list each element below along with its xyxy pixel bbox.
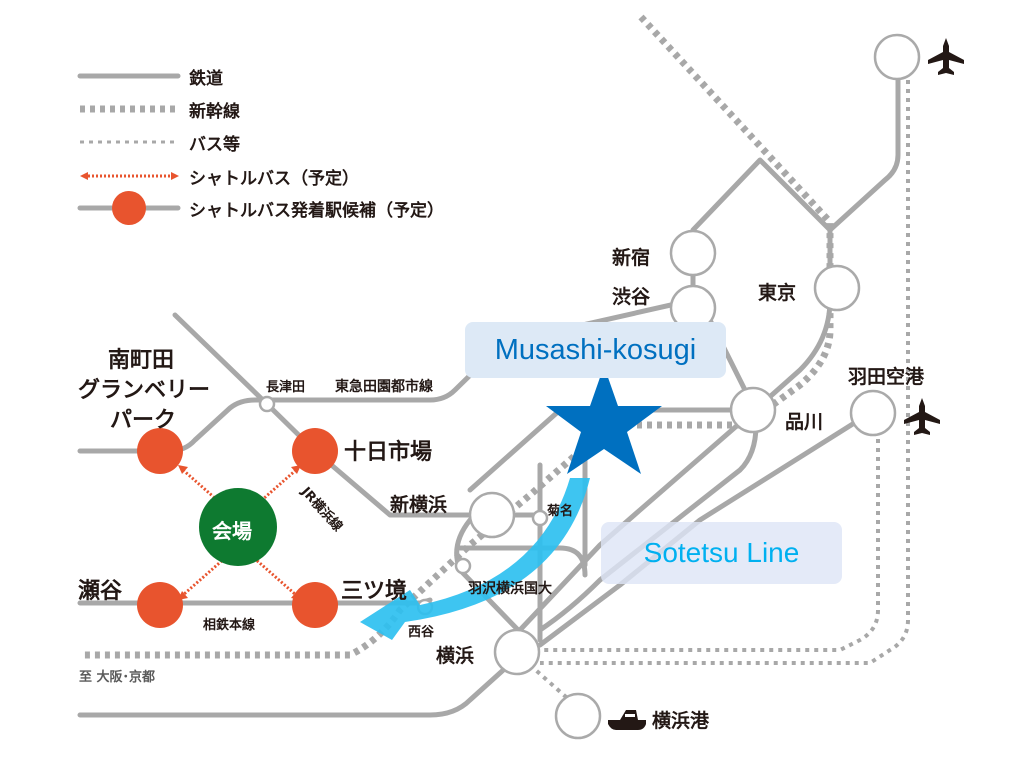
legend-shuttle-label: シャトルバス（予定） xyxy=(189,169,359,189)
bus-line-outer xyxy=(540,80,910,665)
label-tokaichiba: 十日市場 xyxy=(344,440,433,465)
label-yokohama-port: 横浜港 xyxy=(652,710,710,732)
station-tokyo[interactable] xyxy=(813,264,861,312)
yamanote-east xyxy=(690,157,833,413)
venue-marker[interactable] xyxy=(199,488,277,566)
bus-line-inner xyxy=(540,430,880,652)
station-shin-yokohama[interactable] xyxy=(468,491,516,539)
station-kikuna[interactable] xyxy=(531,509,549,527)
venue-label: 会場 xyxy=(212,519,252,543)
route-arrow xyxy=(360,478,590,640)
label-shinjuku: 新宿 xyxy=(612,247,651,269)
shuttle-route-tokaichiba xyxy=(253,468,297,509)
bus-lines xyxy=(528,80,910,707)
legend-shinkansen-label: 新幹線 xyxy=(189,102,240,122)
callout-sotetsu-line: Sotetsu Line xyxy=(601,522,842,584)
callout-musashi-kosugi: Musashi-kosugi xyxy=(465,322,726,378)
label-hazawa: 羽沢横浜国大 xyxy=(468,581,552,597)
station-airport-top[interactable] xyxy=(873,33,921,81)
airplane-icon xyxy=(928,38,964,75)
star-icon xyxy=(546,366,662,474)
label-shinagawa: 品川 xyxy=(785,411,824,433)
label-shibuya: 渋谷 xyxy=(612,286,651,308)
label-kikuna: 菊名 xyxy=(547,504,574,519)
airplane-icon xyxy=(904,398,940,435)
legend-shuttle-arrow-right xyxy=(171,172,179,180)
hazawa-line xyxy=(457,545,588,578)
station-hazawa[interactable] xyxy=(454,557,472,575)
station-shinagawa[interactable] xyxy=(729,386,777,434)
label-nagatsuta: 長津田 xyxy=(266,380,306,395)
label-yokohama: 横浜 xyxy=(436,645,475,667)
shuttle-arrow xyxy=(178,465,188,474)
label-denentoshi-line: 東急田園都市線 xyxy=(335,379,433,395)
label-tokyo: 東京 xyxy=(758,282,797,304)
shuttle-arrow xyxy=(291,465,301,474)
legend-stop-label: シャトルバス発着駅候補（予定） xyxy=(189,201,444,221)
stations xyxy=(258,33,921,740)
label-nishiya: 西谷 xyxy=(408,625,435,640)
legend-stop-dot xyxy=(112,191,146,225)
station-nagatsuta[interactable] xyxy=(258,395,276,413)
route-arrow-body xyxy=(360,478,590,640)
station-haneda[interactable] xyxy=(849,389,897,437)
label-sotetsu-main-line: 相鉄本線 xyxy=(203,618,256,633)
legend-shuttle-arrow-left xyxy=(80,172,88,180)
label-seya: 瀬谷 xyxy=(78,579,123,604)
label-shin-yokohama: 新横浜 xyxy=(390,494,448,516)
tokaido-shinkansen-north xyxy=(638,14,834,423)
label-mitsukyo: 三ツ境 xyxy=(341,579,408,604)
station-yokohama-port[interactable] xyxy=(554,692,602,740)
shuttle-stop-minami-machida[interactable] xyxy=(137,428,183,474)
label-haneda: 羽田空港 xyxy=(848,366,925,388)
station-yokohama[interactable] xyxy=(493,628,541,676)
bus-line-port xyxy=(528,663,577,707)
southern-line xyxy=(77,652,523,718)
shuttle-route-mitsukyo xyxy=(253,556,297,597)
legend-railway-label: 鉄道 xyxy=(189,69,223,89)
label-minami-machida-3: パーク xyxy=(110,408,177,433)
label-to-osaka: 至 大阪･京都 xyxy=(79,670,156,685)
ship-icon xyxy=(608,710,646,730)
shuttle-stop-tokaichiba[interactable] xyxy=(292,428,338,474)
airport-line-north xyxy=(827,75,901,233)
shuttle-route-seya xyxy=(182,556,226,597)
shuttle-stop-seya[interactable] xyxy=(137,582,183,628)
label-minami-machida-1: 南町田 xyxy=(108,348,175,373)
legend-graphics xyxy=(77,73,181,225)
shuttle-stop-mitsukyo[interactable] xyxy=(292,582,338,628)
legend-bus-label: バス等 xyxy=(189,135,240,155)
shuttle-route-minami-machida xyxy=(182,468,226,509)
station-shinjuku[interactable] xyxy=(669,229,717,277)
label-minami-machida-2: グランベリー xyxy=(78,378,211,403)
shuttle-stops xyxy=(137,428,338,628)
